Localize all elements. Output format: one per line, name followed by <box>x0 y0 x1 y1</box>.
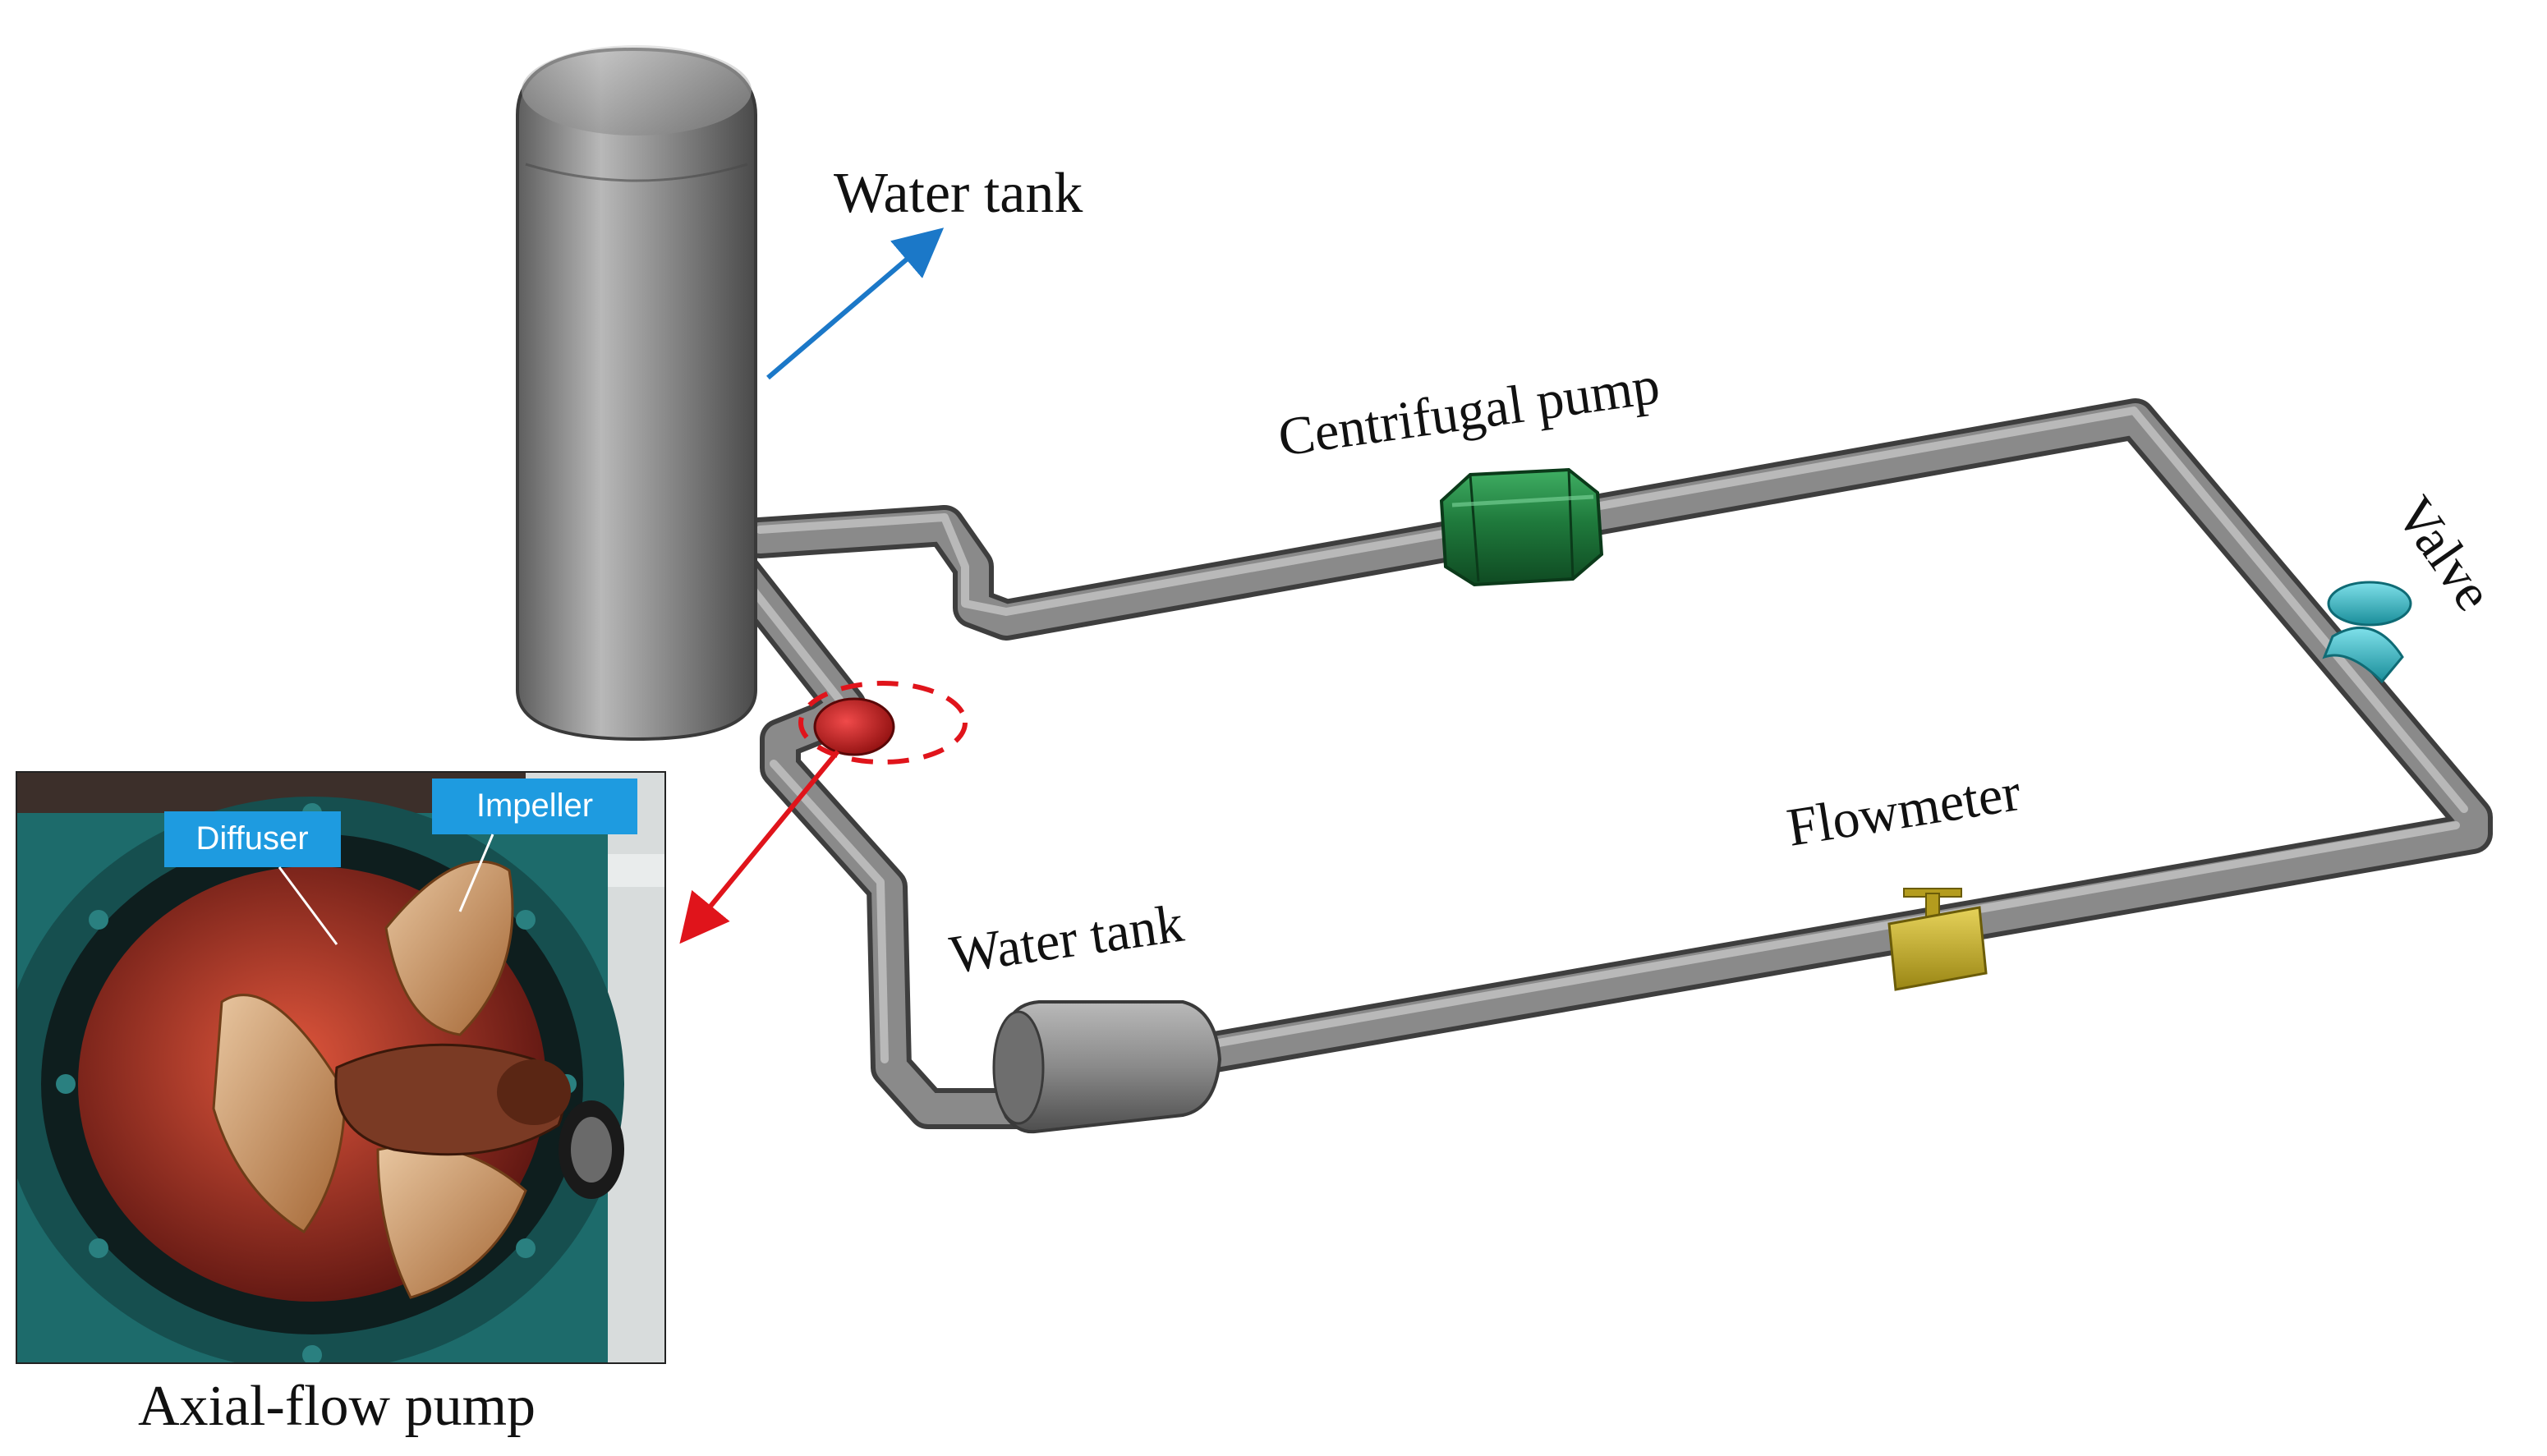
diffuser-label: Diffuser <box>195 820 308 857</box>
flowmeter-label: Flowmeter <box>1783 762 2025 858</box>
axial-pump-photo: Diffuser Impeller <box>16 771 666 1364</box>
axial-flow-pump-label: Axial-flow pump <box>138 1375 536 1438</box>
water-tank-top-label: Water tank <box>834 162 1083 225</box>
water-tank-vertical <box>516 45 757 742</box>
centrifugal-pump <box>1439 467 1604 587</box>
water-tank-horizontal <box>992 1000 1222 1134</box>
axial-pump-marker <box>798 681 968 765</box>
impeller-tag: Impeller <box>432 779 637 912</box>
water-tank-bottom-label: Water tank <box>946 893 1187 985</box>
diffuser-tag: Diffuser <box>164 811 341 945</box>
axial-pump-arrow <box>679 750 840 944</box>
impeller-label: Impeller <box>476 788 593 824</box>
centrifugal-pump-label: Centrifugal pump <box>1275 356 1663 468</box>
valve <box>2322 581 2412 684</box>
water-tank-arrow <box>766 227 945 380</box>
flowmeter <box>1887 888 1988 991</box>
